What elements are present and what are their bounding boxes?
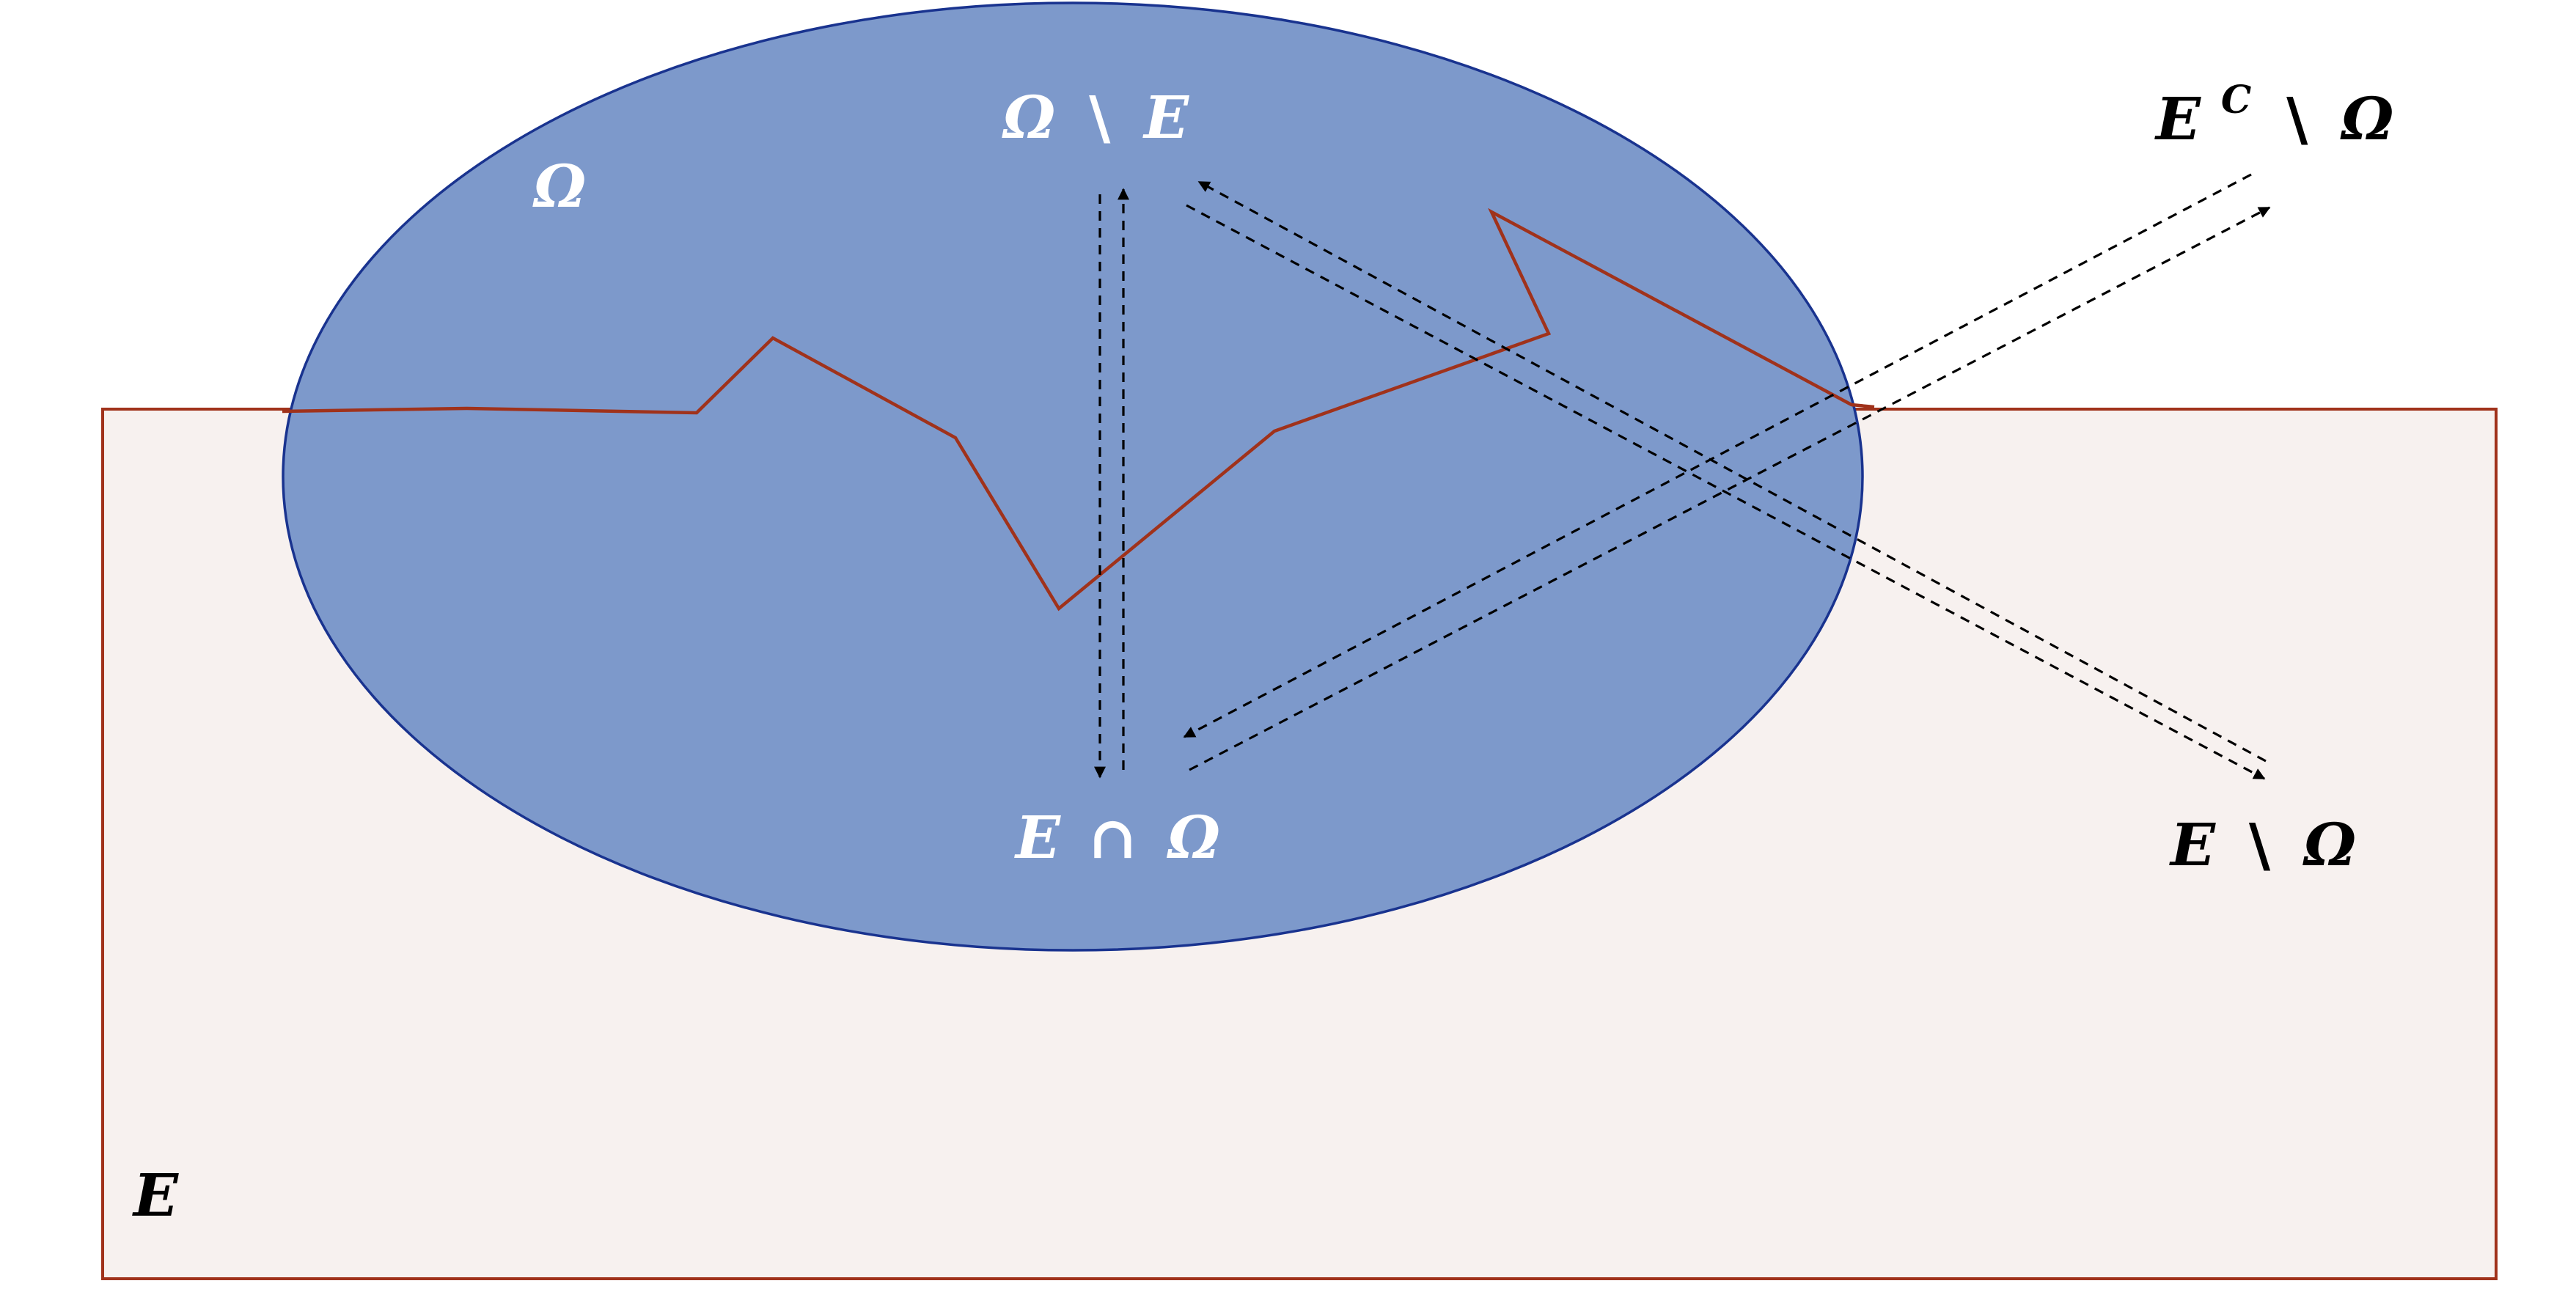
omega-minus-e-label-a: Ω — [1002, 83, 1055, 152]
e-minus-omega-label-op: \ — [2249, 810, 2271, 879]
e-cap-omega-label-b: Ω — [1167, 803, 1220, 872]
omega-minus-e-label: Ω \ E — [1002, 83, 1189, 152]
omega-region — [282, 1, 1864, 952]
arrow-to-e-minus-omega — [1186, 204, 2266, 780]
set-e-boundary-line — [282, 208, 1875, 612]
e-cap-omega-label-op: ∩ — [1088, 803, 1137, 872]
e-complement-minus-omega-label-b: Ω — [2340, 84, 2393, 153]
arrow-to-e-complement-minus-omega — [1189, 206, 2271, 771]
omega-minus-e-label-b: E — [1142, 83, 1189, 152]
e-complement-minus-omega-label: E C \ Ω — [2154, 58, 2393, 153]
e-cap-omega-label-a: E — [1014, 803, 1061, 872]
e-minus-omega-label-a: E — [2169, 810, 2216, 879]
omega-minus-e-label-op: \ — [1089, 83, 1111, 152]
e-region-label: E — [132, 1161, 179, 1230]
e-complement-minus-omega-label-a: E — [2154, 84, 2201, 153]
omega-label: Ω — [532, 152, 586, 221]
e-minus-omega-label: E \ Ω — [2169, 810, 2356, 879]
e-complement-minus-omega-label-op: \ — [2286, 84, 2308, 153]
e-complement-minus-omega-label-sup: C — [2221, 78, 2251, 122]
e-cap-omega-label: E ∩ Ω — [1014, 803, 1220, 872]
e-minus-omega-label-b: Ω — [2302, 810, 2356, 879]
